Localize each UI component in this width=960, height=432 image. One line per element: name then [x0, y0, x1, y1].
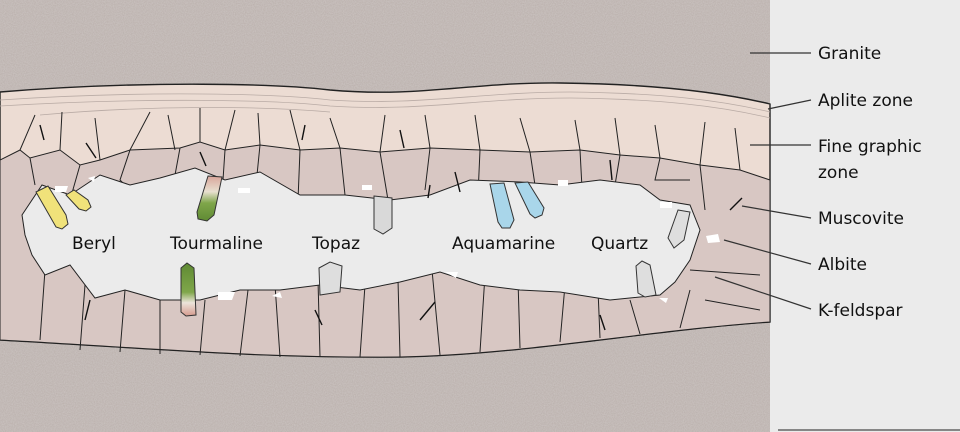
label-quartz: Quartz — [591, 234, 648, 254]
label-beryl: Beryl — [72, 234, 116, 254]
beryl-crystal — [35, 185, 92, 230]
topaz-crystal-top — [373, 195, 393, 235]
topaz-crystal-bottom — [318, 261, 343, 296]
label-tourmaline: Tourmaline — [169, 234, 263, 254]
quartz-crystals — [635, 209, 691, 298]
label-aquamarine: Aquamarine — [452, 234, 555, 254]
tourmaline-crystal-bottom — [180, 262, 197, 317]
leader-lines — [714, 52, 812, 310]
aquamarine-crystals — [489, 181, 545, 229]
label-k-feldspar: K-feldspar — [818, 301, 903, 321]
label-fine-graphic-zone: zone — [818, 163, 859, 183]
label-fine-graphic: Fine graphic — [818, 137, 922, 157]
muscovite-flakes — [39, 124, 743, 331]
graphic-zone-crystal-boundaries — [19, 108, 741, 171]
label-muscovite: Muscovite — [818, 209, 904, 229]
label-albite: Albite — [818, 255, 867, 275]
aplite-layering — [0, 91, 771, 119]
label-topaz: Topaz — [311, 234, 360, 254]
label-granite: Granite — [818, 44, 881, 64]
label-aplite-zone: Aplite zone — [818, 91, 913, 111]
tourmaline-crystal-top — [196, 175, 223, 222]
